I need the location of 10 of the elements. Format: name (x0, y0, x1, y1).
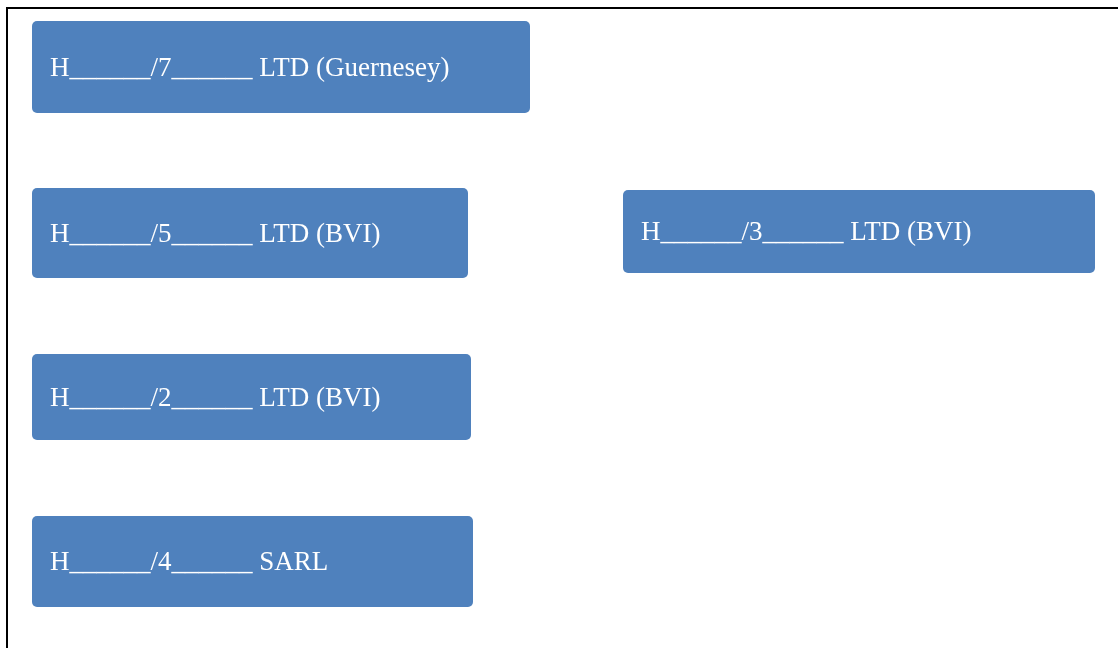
entity-name: H______/2______ LTD (BVI) (50, 381, 381, 413)
entity-box (32, 188, 468, 278)
entity-name: H______/4______ SARL (50, 546, 329, 577)
entity-name: H______/7______ LTD (Guernesey) (50, 51, 450, 83)
entity-box (32, 21, 530, 113)
entity-name: H______/3______ LTD (BVI) (641, 216, 972, 247)
entity-box (623, 190, 1095, 273)
entity-box (32, 516, 473, 607)
entity-box (32, 354, 471, 440)
entity-name: H______/5______ LTD (BVI) (50, 217, 381, 249)
